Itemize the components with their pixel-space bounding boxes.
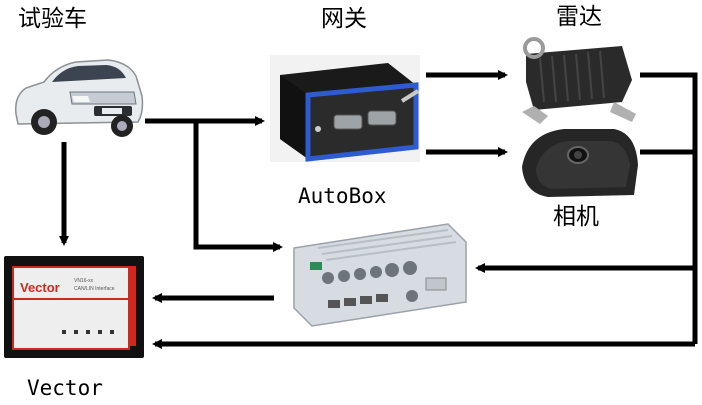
autobox-label: AutoBox xyxy=(298,184,387,208)
vector-label: Vector xyxy=(27,376,103,400)
gateway-image xyxy=(270,55,420,162)
radar-label: 雷达 xyxy=(556,4,602,30)
vector-device-panel: Vector VN16-xx CAN/LIN Interface xyxy=(12,266,130,350)
vector-device: Vector VN16-xx CAN/LIN Interface xyxy=(4,256,144,358)
autobox-image xyxy=(293,223,467,327)
test-vehicle-label: 试验车 xyxy=(18,6,87,32)
vector-device-interface: CAN/LIN Interface xyxy=(74,286,115,292)
camera-image xyxy=(522,129,638,197)
camera-label: 相机 xyxy=(553,204,599,230)
radar-image xyxy=(522,37,636,124)
vector-device-brand: Vector xyxy=(20,280,60,295)
gateway-label: 网关 xyxy=(321,6,367,32)
test-vehicle-image xyxy=(14,59,144,137)
vector-device-model: VN16-xx xyxy=(74,278,94,284)
